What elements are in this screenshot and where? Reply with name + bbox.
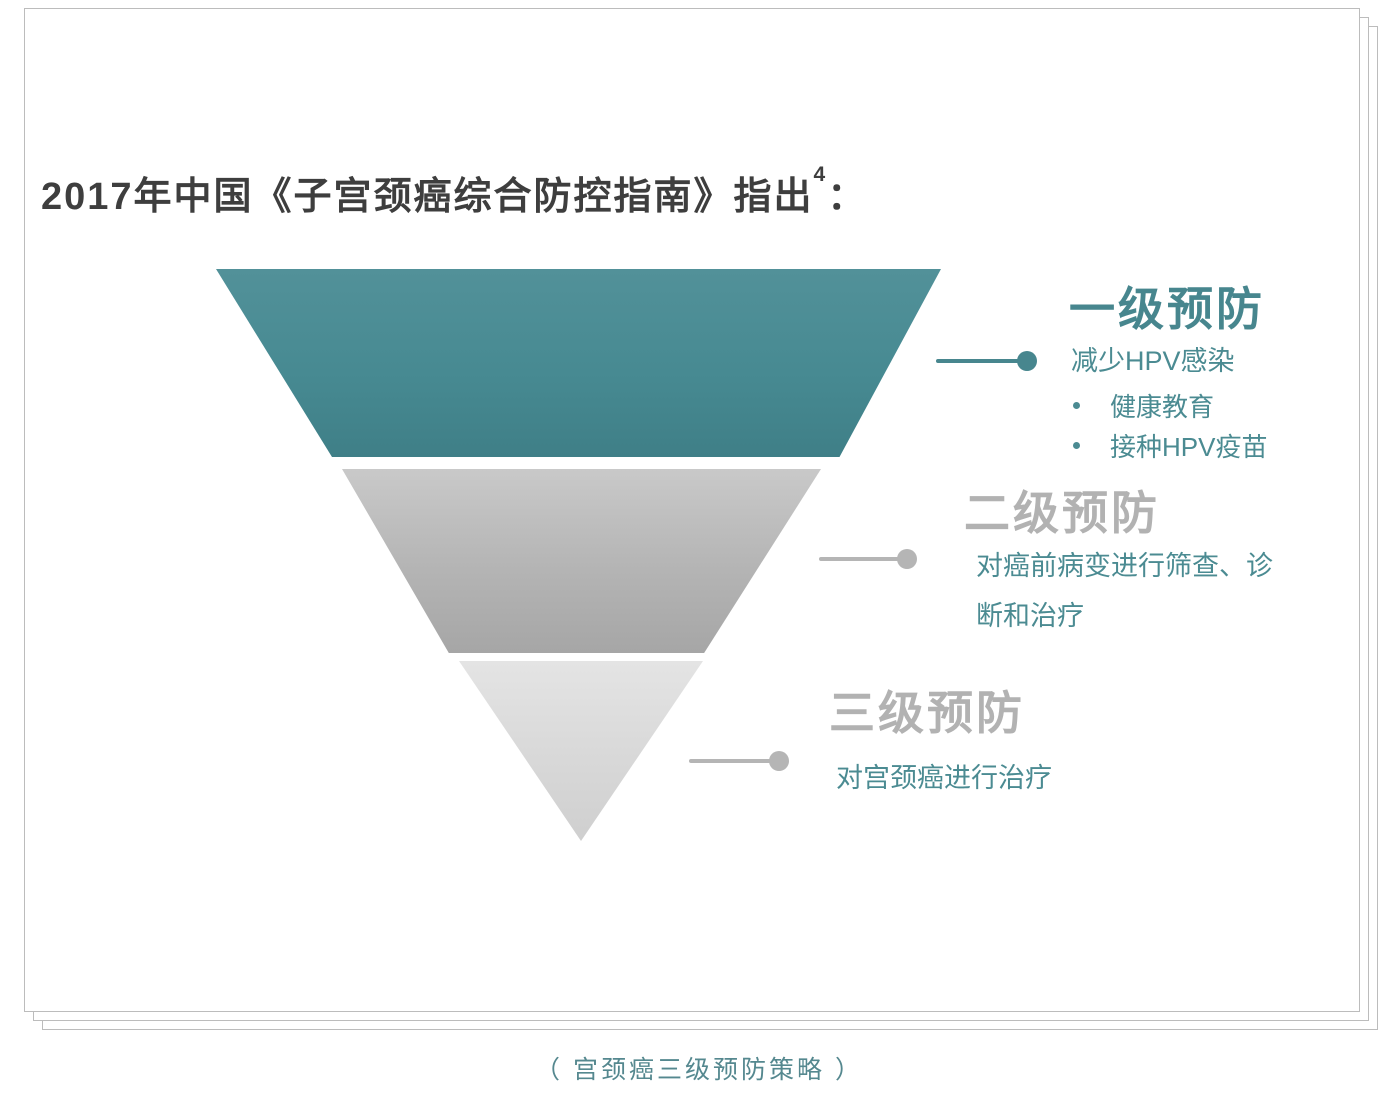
title-superscript: 4 xyxy=(813,163,828,187)
funnel-level-2-shape xyxy=(342,469,821,653)
funnel-level-1-shape xyxy=(216,269,941,457)
level-1-subheading: 减少HPV感染 xyxy=(1071,346,1235,376)
bullet-dot-icon xyxy=(1073,402,1080,409)
level-1-heading: 一级预防 xyxy=(1069,283,1265,335)
connector-dot-level-1 xyxy=(1017,351,1037,371)
caption: （ 宫颈癌三级预防策略 ） xyxy=(535,1056,863,1084)
title-colon: ： xyxy=(827,176,868,218)
level-2-heading: 二级预防 xyxy=(964,487,1160,539)
funnel-level-3-shape xyxy=(459,661,703,841)
level-1-bullet-item: 接种HPV疫苗 xyxy=(1073,427,1267,464)
connector-dot-level-3 xyxy=(769,751,789,771)
level-3-heading: 三级预防 xyxy=(829,687,1025,739)
page-title: 2017年中国《子宫颈癌综合防控指南》指出4： xyxy=(41,163,868,220)
connector-dot-level-2 xyxy=(897,549,917,569)
connector-line-level-1 xyxy=(936,359,1028,363)
level-1-bullet-item: 健康教育 xyxy=(1073,387,1214,424)
bullet-dot-icon xyxy=(1073,442,1080,449)
level-3-description: 对宫颈癌进行治疗 xyxy=(836,763,1052,793)
bullet-text: 接种HPV疫苗 xyxy=(1110,432,1268,462)
slide-card: 2017年中国《子宫颈癌综合防控指南》指出4： 一级预防 减少HPV感染 健康教… xyxy=(24,8,1360,1012)
bullet-text: 健康教育 xyxy=(1110,392,1215,422)
level-2-description: 对癌前病变进行筛查、诊断和治疗 xyxy=(976,551,1273,631)
connector-line-level-3 xyxy=(689,759,777,763)
title-text: 2017年中国《子宫颈癌综合防控指南》指出 xyxy=(41,176,814,218)
connector-line-level-2 xyxy=(819,557,905,561)
